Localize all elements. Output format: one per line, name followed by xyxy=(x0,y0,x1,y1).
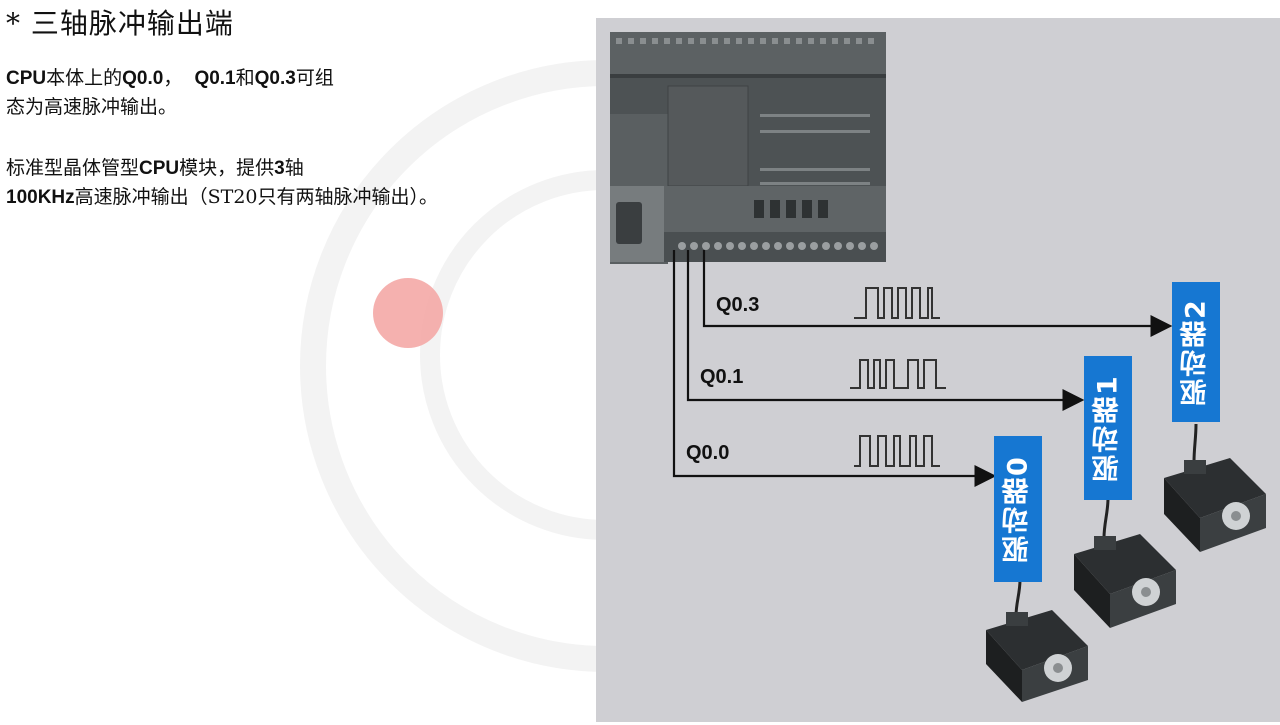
driver-2-box: 驱动器2 xyxy=(1172,282,1220,422)
diagram-graphics xyxy=(610,32,1266,702)
para1-q00: Q0.0 xyxy=(122,68,164,89)
para1-text-4: 可组 xyxy=(295,67,334,89)
para2-cpu: CPU xyxy=(139,158,180,179)
signal-label-q01: Q0.1 xyxy=(700,366,744,388)
paragraph-2: 标准型晶体管型CPU模块，提供3轴 100KHz高速脉冲输出（ST20只有两轴脉… xyxy=(6,154,586,212)
para2-freq: 100KHz xyxy=(6,187,75,208)
stepper-motor-0 xyxy=(986,610,1088,702)
paragraph-1: CPU本体上的Q0.0， Q0.1和Q0.3可组 态为高速脉冲输出。 xyxy=(6,64,586,121)
para1-text-2: ， xyxy=(163,67,195,89)
signal-label-q03: Q0.3 xyxy=(716,294,760,316)
signal-wires xyxy=(672,250,1173,487)
stepper-motor-2 xyxy=(1164,458,1266,552)
para2-text-2: 模块，提供 xyxy=(179,157,275,179)
para1-line-2: 态为高速脉冲输出。 xyxy=(6,96,178,118)
para2-text-1: 标准型晶体管型 xyxy=(6,157,140,179)
driver-1-box: 驱动器1 xyxy=(1084,356,1132,500)
driver-0-box: 驱动器0 xyxy=(994,436,1042,582)
plc-cpu-module xyxy=(610,32,886,264)
para1-cpu: CPU xyxy=(6,68,47,89)
para1-text-3: 和 xyxy=(235,67,255,89)
para1-q01: Q0.1 xyxy=(194,68,236,89)
para2-axes: 3 xyxy=(274,158,285,179)
para1-q03: Q0.3 xyxy=(254,68,296,89)
stepper-motor-1 xyxy=(1074,534,1176,628)
para2-text-4: 高速脉冲输出（ST20只有两轴脉冲输出）。 xyxy=(74,186,439,208)
slide-title: * 三轴脉冲输出端 xyxy=(6,7,234,40)
laser-pointer-dot xyxy=(373,278,443,348)
para1-text-1: 本体上的 xyxy=(46,67,123,89)
pulse-waveforms xyxy=(850,287,946,467)
wiring-diagram: Q0.3 Q0.1 Q0.0 驱动器2 驱动器1 驱动器0 xyxy=(596,18,1280,722)
para2-text-3: 轴 xyxy=(284,157,304,179)
signal-label-q00: Q0.0 xyxy=(686,442,730,464)
